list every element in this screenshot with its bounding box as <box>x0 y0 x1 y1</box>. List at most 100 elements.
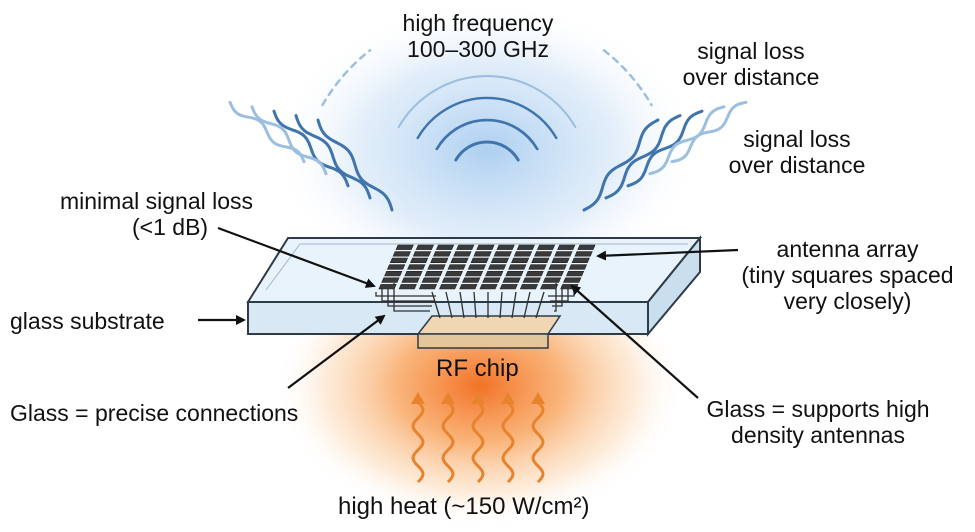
rf-chip-label: RF chip <box>436 355 519 382</box>
substrate-side-face <box>647 235 701 337</box>
antenna-element <box>519 284 539 290</box>
antenna-element <box>508 264 527 270</box>
antenna-line-3: very closely) <box>783 288 912 314</box>
antenna-element <box>505 270 524 277</box>
supports-line-1: Glass = supports high <box>706 396 930 422</box>
antenna-element <box>453 251 472 257</box>
heat-arrow-head <box>411 392 425 404</box>
pointer-minimal-loss <box>217 226 376 288</box>
frequency-line-1: high frequency <box>402 10 554 36</box>
antenna-element <box>513 251 533 257</box>
antenna-element <box>427 264 446 270</box>
antenna-element <box>395 244 414 250</box>
wave-right <box>604 114 682 200</box>
antenna-element <box>439 284 458 290</box>
antenna-element <box>479 284 498 290</box>
signal-loss-label-a: signal loss over distance <box>656 38 846 90</box>
heat-arrow-head <box>441 392 455 404</box>
antenna-element <box>444 270 463 277</box>
antenna-element <box>522 277 541 283</box>
trace-left <box>393 283 430 312</box>
antenna-element <box>430 257 449 264</box>
heat-arrow-head <box>531 392 545 404</box>
antenna-element <box>424 270 443 277</box>
antenna-element <box>456 244 475 250</box>
signal-loss-a-line-1: signal loss <box>697 38 805 64</box>
antenna-element <box>467 264 487 270</box>
antenna-element <box>528 264 547 270</box>
minimal-loss-label: minimal signal loss (<1 dB) <box>60 188 253 240</box>
signal-loss-label-b: signal loss over distance <box>702 126 892 178</box>
pointer-antenna-array <box>596 248 739 261</box>
antenna-element <box>386 264 406 270</box>
signal-loss-b-line-2: over distance <box>728 152 866 178</box>
antenna-element <box>447 264 466 270</box>
antenna-element <box>493 251 512 257</box>
antenna-line-2: (tiny squares spaced <box>741 262 954 288</box>
antenna-element <box>378 284 397 290</box>
antenna-element <box>496 244 515 250</box>
antenna-element <box>557 244 576 250</box>
pointer-arrows <box>198 226 739 399</box>
signal-loss-b-line-1: signal loss <box>743 126 851 152</box>
antenna-element <box>534 251 553 257</box>
trace-left <box>387 286 432 307</box>
antenna-element <box>499 284 518 290</box>
wave-faint-right <box>602 49 653 107</box>
wave-right <box>670 100 748 164</box>
wave-faint-left <box>321 49 372 107</box>
antenna-element <box>407 264 426 270</box>
heat-wave-line <box>441 400 455 484</box>
supports-density-label: Glass = supports high density antennas <box>668 396 968 448</box>
antenna-element <box>418 284 438 290</box>
heat-wave-line <box>501 400 515 484</box>
wave-left <box>228 100 306 164</box>
glass-through-vias <box>375 283 575 319</box>
radio-wave-icon <box>228 49 748 212</box>
wave-left <box>272 109 350 188</box>
antenna-array <box>378 244 596 290</box>
via-line <box>499 291 503 319</box>
frequency-label: high frequency 100–300 GHz <box>368 10 588 62</box>
heat-wave-line <box>411 400 425 484</box>
antenna-element <box>459 284 478 290</box>
antenna-element <box>412 251 432 257</box>
trace-left <box>381 289 434 302</box>
antenna-element <box>574 251 593 257</box>
glass-substrate-label: glass substrate <box>10 308 165 334</box>
antenna-element <box>381 277 400 283</box>
antenna-array-label: antenna array (tiny squares spaced very … <box>720 236 975 314</box>
precise-connections-label: Glass = precise connections <box>10 400 299 426</box>
wave-left <box>294 114 372 200</box>
trace-left <box>375 292 436 297</box>
wave-arc-center <box>397 75 577 129</box>
antenna-element <box>415 244 434 250</box>
antenna-element <box>536 244 556 250</box>
wave-right <box>626 109 704 188</box>
heat-label: high heat (~150 W/cm²) <box>338 493 590 520</box>
trace-right <box>552 286 563 307</box>
blue-signal-glow <box>272 0 702 300</box>
heat-arrow-icon <box>411 392 545 484</box>
heat-wave-line <box>531 400 545 484</box>
antenna-element <box>545 270 564 277</box>
wave-right <box>582 118 660 212</box>
via-line <box>459 291 465 319</box>
wave-right <box>648 105 726 176</box>
via-line <box>473 291 477 319</box>
antenna-element <box>531 257 550 264</box>
antenna-element <box>554 251 573 257</box>
pointer-supports-density <box>570 284 699 399</box>
antenna-element <box>464 270 484 277</box>
via-line <box>523 291 531 319</box>
antenna-element <box>435 244 455 250</box>
rf-chip <box>416 315 562 349</box>
antenna-element <box>571 257 590 264</box>
antenna-element <box>410 257 429 264</box>
antenna-element <box>389 257 409 264</box>
antenna-element <box>551 257 570 264</box>
wave-left <box>316 118 394 212</box>
antenna-element <box>542 277 562 283</box>
wave-arc-center <box>454 140 520 162</box>
antenna-element <box>462 277 481 283</box>
